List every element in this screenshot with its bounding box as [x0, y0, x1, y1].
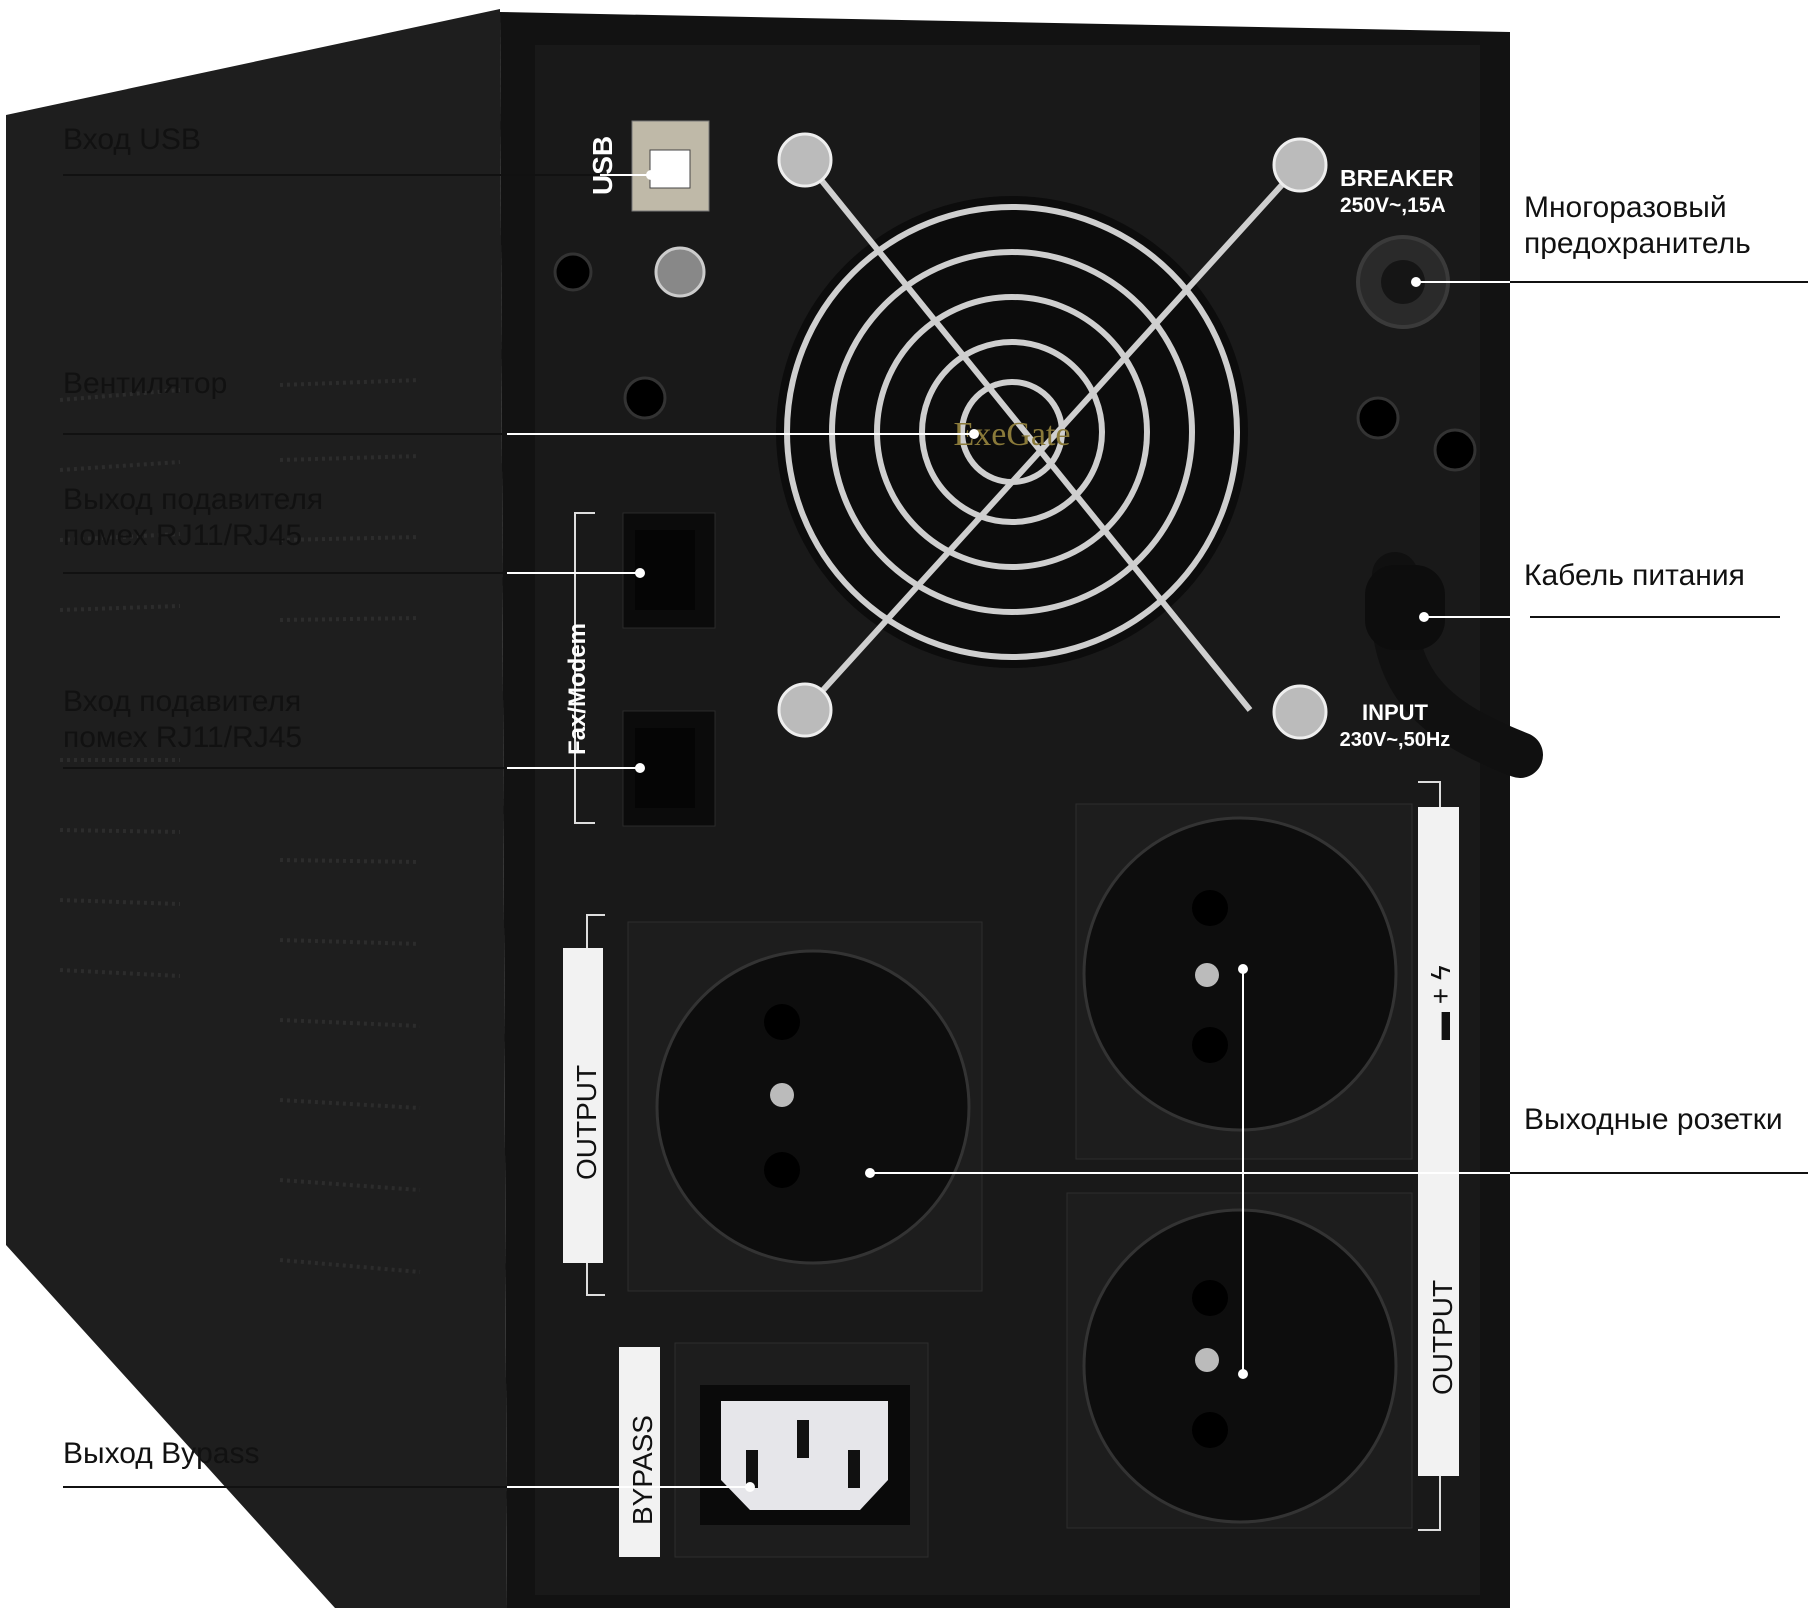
fan-grille: ExeGate [776, 132, 1328, 740]
callout-fuse-2: предохранитель [1524, 227, 1751, 260]
input-label-2: 230V~,50Hz [1340, 729, 1451, 751]
callout-surge-out-1: Выход подавителя [63, 483, 324, 516]
callout-surge-in-1: Вход подавителя [63, 685, 302, 718]
callout-usb-input: Вход USB [63, 123, 201, 156]
output-label-left: OUTPUT [571, 1065, 602, 1180]
callout-fuse-1: Многоразовый [1524, 191, 1727, 224]
callout-dots [635, 170, 1429, 1492]
callout-surge-out-2: помех RJ11/RJ45 [63, 519, 303, 552]
bypass-socket: BYPASS [619, 1342, 929, 1558]
ups-side-panel [6, 9, 507, 1608]
breaker-label-2: 250V~,15A [1340, 194, 1446, 217]
battery-symbol: ▬ + ϟ [1425, 965, 1456, 1040]
breaker-label-1: BREAKER [1340, 165, 1454, 191]
callout-fan: Вентилятор [63, 367, 228, 400]
callout-power-cable: Кабель питания [1524, 559, 1745, 592]
bypass-label: BYPASS [627, 1415, 658, 1525]
callout-output-sockets: Выходные розетки [1524, 1103, 1783, 1136]
side-vents [59, 378, 421, 1274]
screw-icons [553, 246, 1477, 472]
callout-surge-in-2: помех RJ11/RJ45 [63, 721, 303, 754]
usb-label: USB [587, 136, 618, 195]
callout-bypass-output: Выход Bypass [63, 1437, 260, 1470]
input-label-1: INPUT [1362, 700, 1429, 725]
output-label-right: OUTPUT [1427, 1280, 1458, 1395]
callout-lines [63, 174, 1808, 1488]
fax-modem-label: Fax/Modem [564, 623, 591, 755]
rj-ports: Fax/Modem [564, 512, 716, 827]
